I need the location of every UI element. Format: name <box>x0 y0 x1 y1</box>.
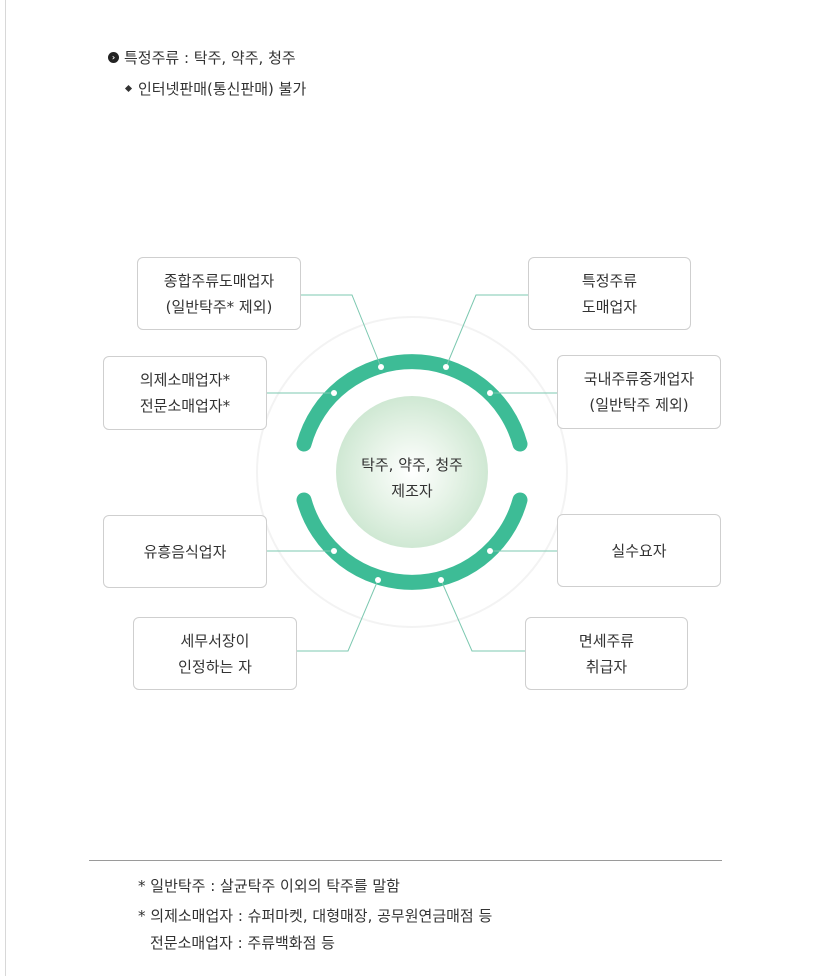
box-bottom-left-line-1: 세무서장이 <box>180 631 250 650</box>
note-1: * 일반탁주 : 살균탁주 이외의 탁주를 말함 <box>138 877 400 895</box>
connector-top-left <box>301 294 382 368</box>
ring-dot <box>331 390 337 396</box>
ring-dot <box>378 364 384 370</box>
bullet-main-text: 특정주류 : 탁주, 약주, 청주 <box>124 49 296 67</box>
box-bottom-right: 면세주류 취급자 <box>525 617 688 690</box>
bullet-main: › 특정주류 : 탁주, 약주, 청주 <box>108 47 296 68</box>
ring-arc-bottom <box>296 492 528 590</box>
box-mid-right-line-2: (일반탁주 제외) <box>589 396 689 414</box>
bullet-sub-text: 인터넷판매(통신판매) 불가 <box>138 80 307 98</box>
box-low-right: 실수요자 <box>557 514 721 587</box>
connector-top-right <box>445 294 528 368</box>
center-label-line-2: 제조자 <box>391 482 433 500</box>
box-top-right: 특정주류 도매업자 <box>528 257 691 330</box>
box-mid-right: 국내주류중개업자 (일반탁주 제외) <box>557 355 721 429</box>
ring-dot <box>487 548 493 554</box>
ring-dot <box>443 364 449 370</box>
box-low-right-line-1: 실수요자 <box>611 541 667 560</box>
box-mid-left-line-1: 의제소매업자* <box>139 371 231 389</box>
box-mid-left-line-2: 전문소매업자* <box>139 397 231 415</box>
box-top-right-line-1: 특정주류 <box>581 271 638 290</box>
outer-halo <box>256 316 568 628</box>
note-3: 전문소매업자 : 주류백화점 등 <box>150 934 335 952</box>
box-bottom-left: 세무서장이 인정하는 자 <box>133 617 297 690</box>
notes-divider <box>89 860 722 861</box>
ring-dot <box>331 548 337 554</box>
box-top-right-line-2: 도매업자 <box>581 297 638 316</box>
center-label: 탁주, 약주, 청주 제조자 <box>337 452 487 504</box>
box-mid-right-line-1: 국내주류중개업자 <box>583 370 695 388</box>
box-top-left: 종합주류도매업자 (일반탁주* 제외) <box>137 257 301 330</box>
bullet-sub: 인터넷판매(통신판매) 불가 <box>124 78 307 99</box>
ring-arc-top <box>296 354 528 452</box>
ring-dot <box>375 577 381 583</box>
box-low-left: 유흥음식업자 <box>103 515 267 588</box>
center-circle <box>336 396 488 548</box>
ring-dot <box>487 390 493 396</box>
ring-dot <box>438 577 444 583</box>
box-bottom-right-line-2: 취급자 <box>585 657 628 676</box>
center-label-line-1: 탁주, 약주, 청주 <box>361 456 463 474</box>
connector-bottom-right <box>440 579 525 652</box>
connector-bottom-left <box>297 579 379 652</box>
box-top-left-line-2: (일반탁주* 제외) <box>165 297 273 316</box>
circle-arrow-icon: › <box>108 52 119 63</box>
page-left-rule <box>5 0 6 976</box>
box-bottom-left-line-2: 인정하는 자 <box>178 657 252 676</box>
box-mid-left: 의제소매업자* 전문소매업자* <box>103 356 267 430</box>
box-bottom-right-line-1: 면세주류 <box>578 631 635 650</box>
box-top-left-line-1: 종합주류도매업자 <box>163 271 275 290</box>
note-2: * 의제소매업자 : 슈퍼마켓, 대형매장, 공무원연금매점 등 <box>138 907 493 925</box>
box-low-left-line-1: 유흥음식업자 <box>143 542 227 561</box>
